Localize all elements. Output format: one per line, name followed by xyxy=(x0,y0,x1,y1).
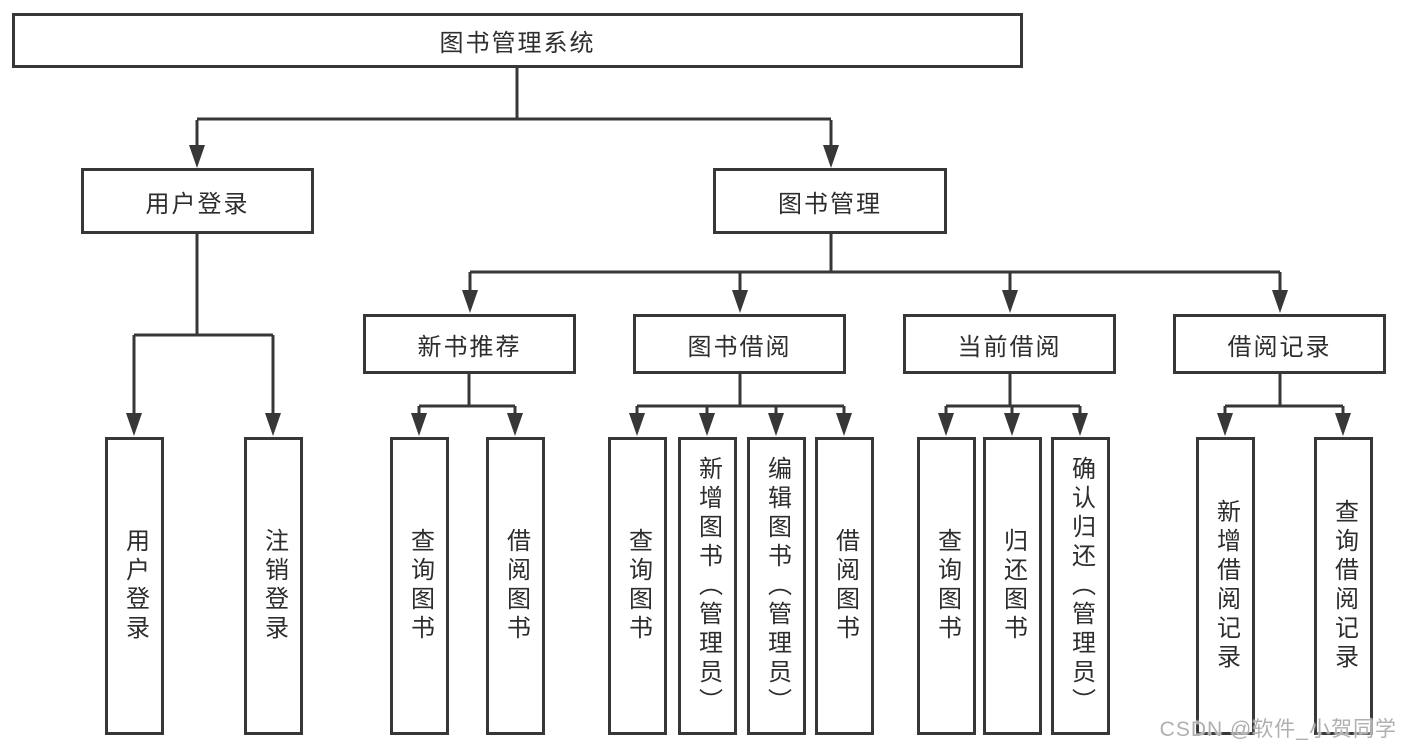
node-borrow-record: 借阅记录 xyxy=(1173,314,1386,374)
leaf-confirm-return-admin: 确认归还（管理员） xyxy=(1051,437,1110,735)
leaf-query-books-current: 查询图书 xyxy=(917,437,976,735)
leaf-borrow-books: 借阅图书 xyxy=(815,437,874,735)
leaf-query-books-recommend: 查询图书 xyxy=(390,437,449,735)
leaf-add-borrow-record: 新增借阅记录 xyxy=(1196,437,1255,735)
arrowheads xyxy=(126,145,1351,436)
leaf-add-book-admin: 新增图书（管理员） xyxy=(678,437,737,735)
node-new-book-recommend: 新书推荐 xyxy=(363,314,576,374)
node-book-management: 图书管理 xyxy=(713,168,947,234)
leaf-query-books-borrow: 查询图书 xyxy=(608,437,667,735)
node-current-borrow: 当前借阅 xyxy=(903,314,1116,374)
leaf-logout: 注销登录 xyxy=(244,437,303,735)
node-book-borrow: 图书借阅 xyxy=(633,314,846,374)
leaf-query-borrow-record: 查询借阅记录 xyxy=(1314,437,1373,735)
node-root-system: 图书管理系统 xyxy=(12,13,1023,68)
leaf-return-book: 归还图书 xyxy=(983,437,1042,735)
node-user-login: 用户登录 xyxy=(81,168,314,234)
leaf-borrow-books-recommend: 借阅图书 xyxy=(486,437,545,735)
watermark: CSDN @软件_小贺同学 xyxy=(1159,718,1397,741)
leaf-edit-book-admin: 编辑图书（管理员） xyxy=(747,437,806,735)
leaf-user-login: 用户登录 xyxy=(105,437,164,735)
